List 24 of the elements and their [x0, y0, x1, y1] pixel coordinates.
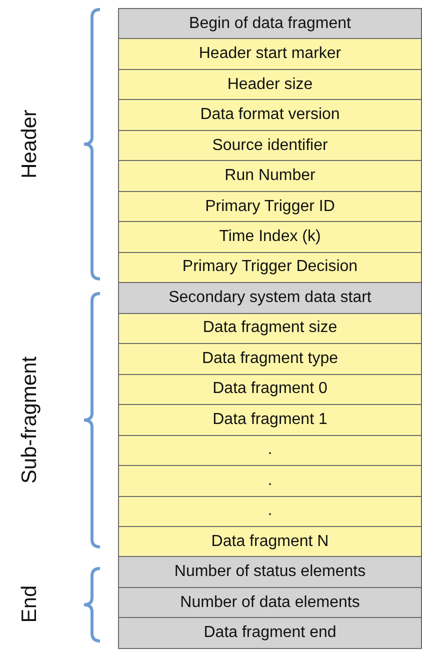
field-row: Data fragment 0 [119, 374, 421, 406]
field-row: Secondary system data start [119, 283, 421, 314]
field-row: Data fragment 1 [119, 405, 421, 436]
field-row: Number of status elements [119, 557, 421, 588]
field-row: Data format version [119, 100, 421, 131]
field-row: . [119, 436, 421, 466]
field-row: . [119, 466, 421, 496]
group-label: Header [18, 110, 42, 179]
field-row: Primary Trigger Decision [119, 252, 421, 284]
field-row: Source identifier [119, 130, 421, 162]
group-label: Sub-fragment [18, 356, 42, 484]
field-row: Data fragment type [119, 344, 421, 375]
group-label: End [18, 586, 42, 624]
field-row: Header size [119, 70, 421, 100]
field-row: Number of data elements [119, 588, 421, 618]
field-row: Primary Trigger ID [119, 192, 421, 222]
field-row: Run Number [119, 161, 421, 192]
field-row: Data fragment size [119, 314, 421, 344]
field-row: Header start marker [119, 39, 421, 70]
field-row: Data fragment N [119, 526, 421, 558]
field-row: Data fragment end [119, 618, 421, 649]
field-row: Begin of data fragment [119, 9, 421, 40]
field-row: Time Index (k) [119, 222, 421, 253]
field-row: . [119, 496, 421, 527]
